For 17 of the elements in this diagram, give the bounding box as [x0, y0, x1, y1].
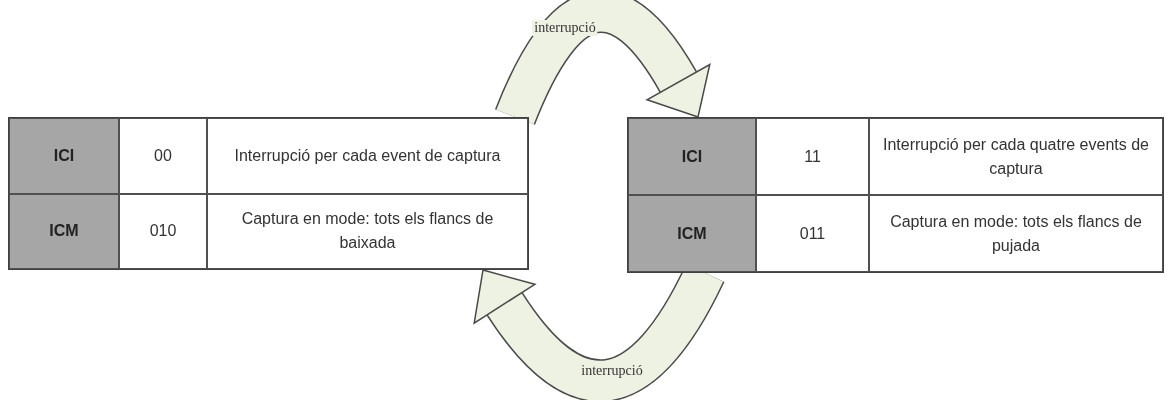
header-cell: ICM [9, 193, 119, 269]
table-cell: 010 [119, 193, 207, 269]
curved-arrow [495, 0, 711, 126]
data-table [8, 117, 529, 270]
edge-label: interrupció [532, 20, 598, 36]
table-cell: Interrupció per cada quatre events de captura [869, 118, 1163, 195]
table-cell: 00 [119, 118, 207, 194]
table-cell: Interrupció per cada event de captura [207, 118, 528, 194]
data-table [627, 117, 1164, 273]
table-cell: Captura en mode: tots els flancs de pujada [869, 195, 1163, 272]
table-cell: 011 [756, 195, 869, 272]
header-cell: ICM [628, 195, 756, 272]
table-cell: Captura en mode: tots els flancs de baixada [207, 193, 528, 269]
header-cell: ICI [628, 118, 756, 195]
table-cell: 11 [756, 118, 869, 195]
header-cell: ICI [9, 118, 119, 194]
edge-label: interrupció [579, 363, 645, 379]
